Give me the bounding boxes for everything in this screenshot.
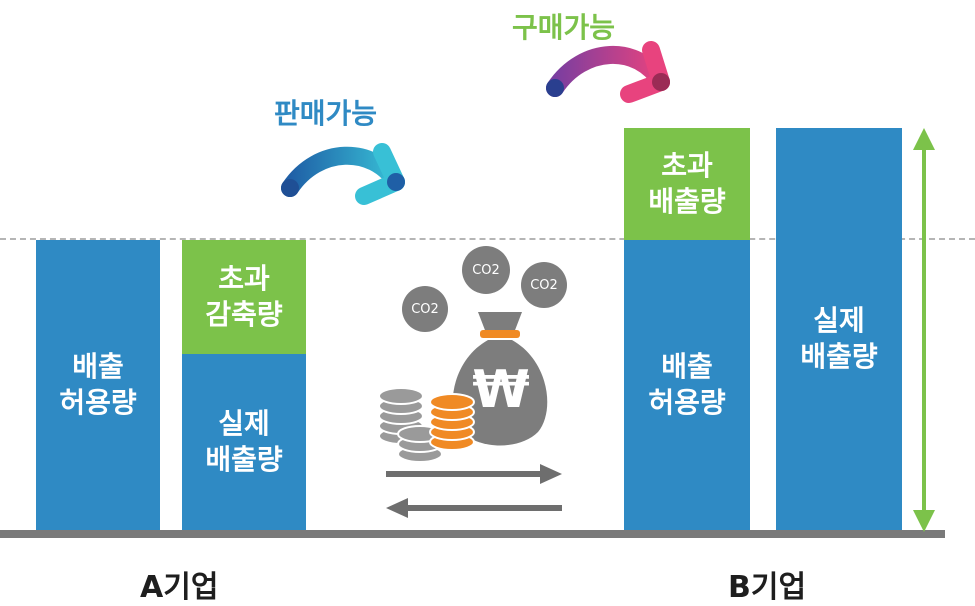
sell-arrow — [278, 140, 418, 206]
company-a-allowance-label: 배출 허용량 — [59, 349, 136, 421]
co2-bubble-label: CO2 — [411, 302, 439, 317]
company-b-allowance-bar: 배출 허용량 — [624, 240, 750, 530]
co2-bubble-label: CO2 — [472, 263, 500, 278]
sell-label: 판매가능 — [274, 92, 377, 132]
company-a-reduction-bar: 초과 감축량 — [182, 240, 306, 354]
company-b-name: B기업 — [728, 562, 806, 606]
co2-bubble: CO2 — [462, 246, 510, 294]
company-b-actual-label: 실제 배출량 — [800, 303, 877, 375]
company-b-excess-bar: 초과 배출량 — [624, 128, 750, 240]
coin-stacks-icon — [376, 388, 486, 468]
exchange-arrows-icon — [384, 462, 564, 522]
company-a-name: A기업 — [140, 562, 218, 606]
company-a-allowance-bar: 배출 허용량 — [36, 240, 160, 530]
company-a-reduction-label: 초과 감축량 — [205, 261, 282, 333]
company-b-excess-label: 초과 배출량 — [648, 148, 725, 220]
company-b-allowance-label: 배출 허용량 — [648, 349, 725, 421]
height-arrow — [905, 128, 945, 532]
company-a-actual-bar: 실제 배출량 — [182, 354, 306, 530]
company-a-actual-label: 실제 배출량 — [205, 406, 282, 478]
company-b-actual-bar: 실제 배출량 — [776, 128, 902, 530]
co2-bubble-label: CO2 — [530, 278, 558, 293]
buy-arrow — [543, 36, 683, 106]
ground-line — [0, 530, 945, 538]
